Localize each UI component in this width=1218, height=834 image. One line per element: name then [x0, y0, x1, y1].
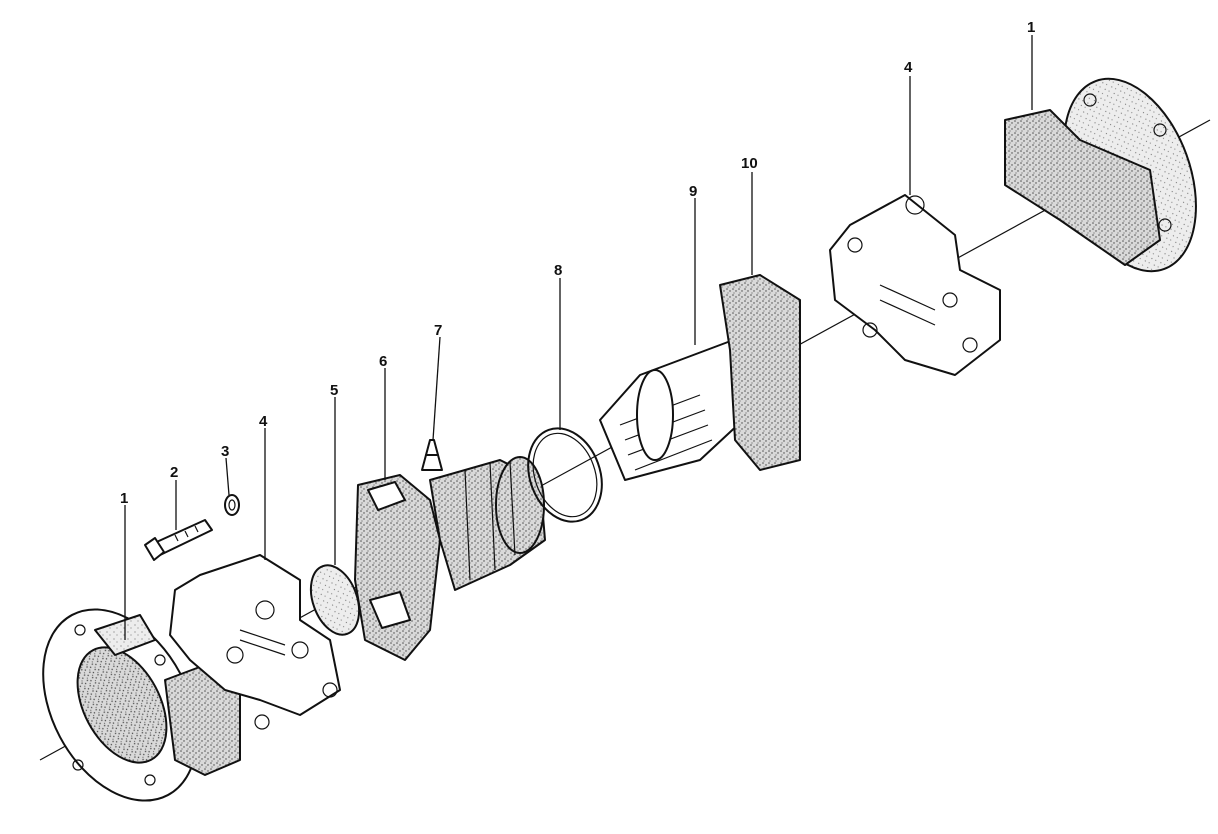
- part-slip-yoke: [354, 456, 546, 661]
- callout-label-9: 9: [689, 183, 697, 200]
- callout-leaders: [124, 35, 1033, 640]
- callout-label-4-left: 4: [259, 413, 268, 430]
- callout-label-4-right: 4: [904, 59, 913, 76]
- callout-label-6: 6: [379, 353, 387, 370]
- callout-label-2: 2: [170, 464, 178, 481]
- callout-label-8: 8: [554, 262, 562, 279]
- part-flange-yoke-right: [1004, 77, 1197, 273]
- part-o-ring: [527, 427, 603, 523]
- callout-label-5: 5: [330, 382, 338, 399]
- part-splined-shaft-yoke: [599, 274, 801, 481]
- callout-label-1-right: 1: [1027, 19, 1035, 36]
- part-flange-yoke-left: [42, 608, 241, 802]
- callout-label-3: 3: [221, 443, 229, 460]
- callout-label-7: 7: [434, 322, 442, 339]
- callout-label-10: 10: [741, 155, 758, 172]
- part-universal-joint-cross-left: [169, 554, 341, 730]
- part-cover-disc: [309, 564, 361, 636]
- part-washer: [224, 494, 240, 516]
- part-grease-fitting: [421, 439, 443, 471]
- part-bolt: [144, 519, 213, 561]
- part-universal-joint-cross-right: [829, 194, 1001, 376]
- callout-label-1-left: 1: [120, 490, 128, 507]
